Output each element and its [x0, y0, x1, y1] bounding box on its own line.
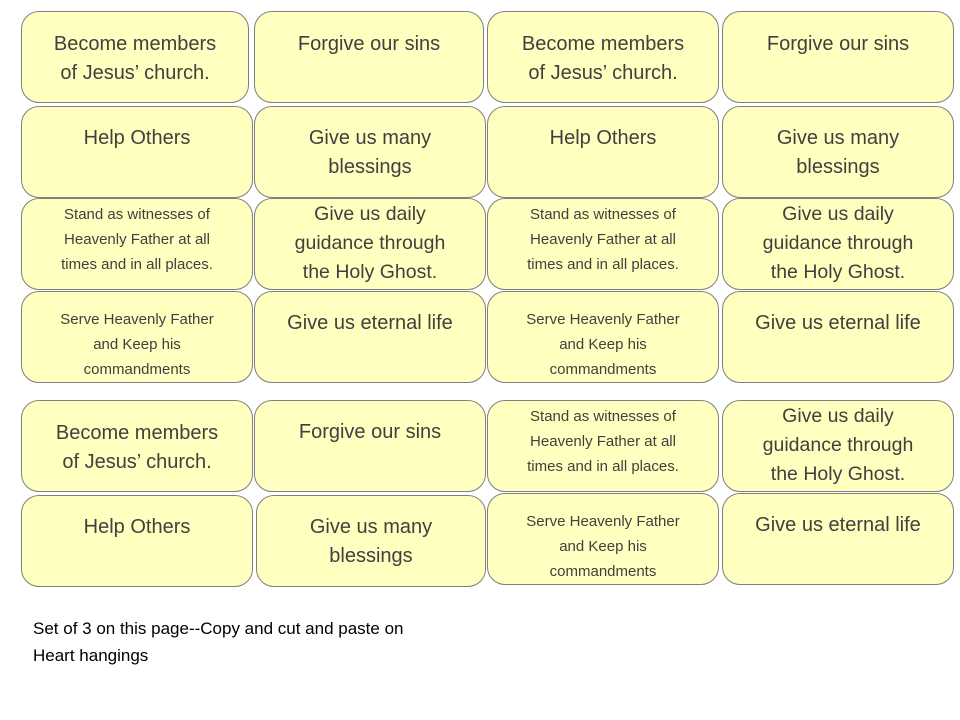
- card-text: Serve Heavenly Father and Keep his comma…: [526, 513, 680, 580]
- card-text: Help Others: [83, 516, 191, 538]
- card-daily-guidance: Give us daily guidance through the Holy …: [254, 198, 486, 290]
- card-text: Forgive our sins: [297, 33, 441, 55]
- card-eternal-life: Give us eternal life: [722, 291, 954, 383]
- card-forgive-sins: Forgive our sins: [722, 11, 954, 103]
- card-text: Help Others: [83, 127, 191, 149]
- card-serve-father: Serve Heavenly Father and Keep his comma…: [21, 291, 253, 383]
- card-text: Give us daily guidance through the Holy …: [762, 203, 914, 283]
- card-text: Give us daily guidance through the Holy …: [294, 203, 446, 283]
- card-text: Stand as witnesses of Heavenly Father at…: [527, 206, 679, 273]
- card-text: Give us many blessings: [776, 127, 900, 178]
- card-many-blessings: Give us many blessings: [722, 106, 954, 198]
- card-serve-father: Serve Heavenly Father and Keep his comma…: [487, 291, 719, 383]
- card-help-others: Help Others: [487, 106, 719, 198]
- card-help-others: Help Others: [21, 495, 253, 587]
- card-eternal-life: Give us eternal life: [254, 291, 486, 383]
- card-text: Serve Heavenly Father and Keep his comma…: [60, 311, 214, 378]
- card-many-blessings: Give us many blessings: [254, 106, 486, 198]
- card-text: Give us eternal life: [287, 312, 453, 334]
- card-text: Become members of Jesus’ church.: [521, 33, 685, 84]
- card-text: Give us eternal life: [755, 312, 921, 334]
- instruction-note: Set of 3 on this page--Copy and cut and …: [33, 619, 404, 665]
- card-forgive-sins: Forgive our sins: [254, 400, 486, 492]
- card-text: Help Others: [549, 127, 657, 149]
- card-daily-guidance: Give us daily guidance through the Holy …: [722, 198, 954, 290]
- card-become-members: Become members of Jesus’ church.: [487, 11, 719, 103]
- card-become-members: Become members of Jesus’ church.: [21, 11, 249, 103]
- card-eternal-life: Give us eternal life: [722, 493, 954, 585]
- card-stand-witnesses: Stand as witnesses of Heavenly Father at…: [21, 198, 253, 290]
- card-text: Forgive our sins: [298, 421, 442, 443]
- card-text: Stand as witnesses of Heavenly Father at…: [527, 408, 679, 475]
- card-serve-father: Serve Heavenly Father and Keep his comma…: [487, 493, 719, 585]
- card-text: Give us many blessings: [309, 516, 433, 567]
- card-become-members: Become members of Jesus’ church.: [21, 400, 253, 492]
- card-daily-guidance: Give us daily guidance through the Holy …: [722, 400, 954, 492]
- card-text: Become members of Jesus’ church.: [55, 422, 219, 473]
- card-text: Become members of Jesus’ church.: [53, 33, 217, 84]
- card-stand-witnesses: Stand as witnesses of Heavenly Father at…: [487, 400, 719, 492]
- card-stand-witnesses: Stand as witnesses of Heavenly Father at…: [487, 198, 719, 290]
- card-help-others: Help Others: [21, 106, 253, 198]
- card-text: Give us many blessings: [308, 127, 432, 178]
- card-many-blessings: Give us many blessings: [256, 495, 486, 587]
- card-text: Serve Heavenly Father and Keep his comma…: [526, 311, 680, 378]
- card-text: Forgive our sins: [766, 33, 910, 55]
- card-text: Stand as witnesses of Heavenly Father at…: [61, 206, 213, 273]
- card-text: Give us eternal life: [755, 514, 921, 536]
- card-forgive-sins: Forgive our sins: [254, 11, 484, 103]
- card-text: Give us daily guidance through the Holy …: [762, 405, 914, 485]
